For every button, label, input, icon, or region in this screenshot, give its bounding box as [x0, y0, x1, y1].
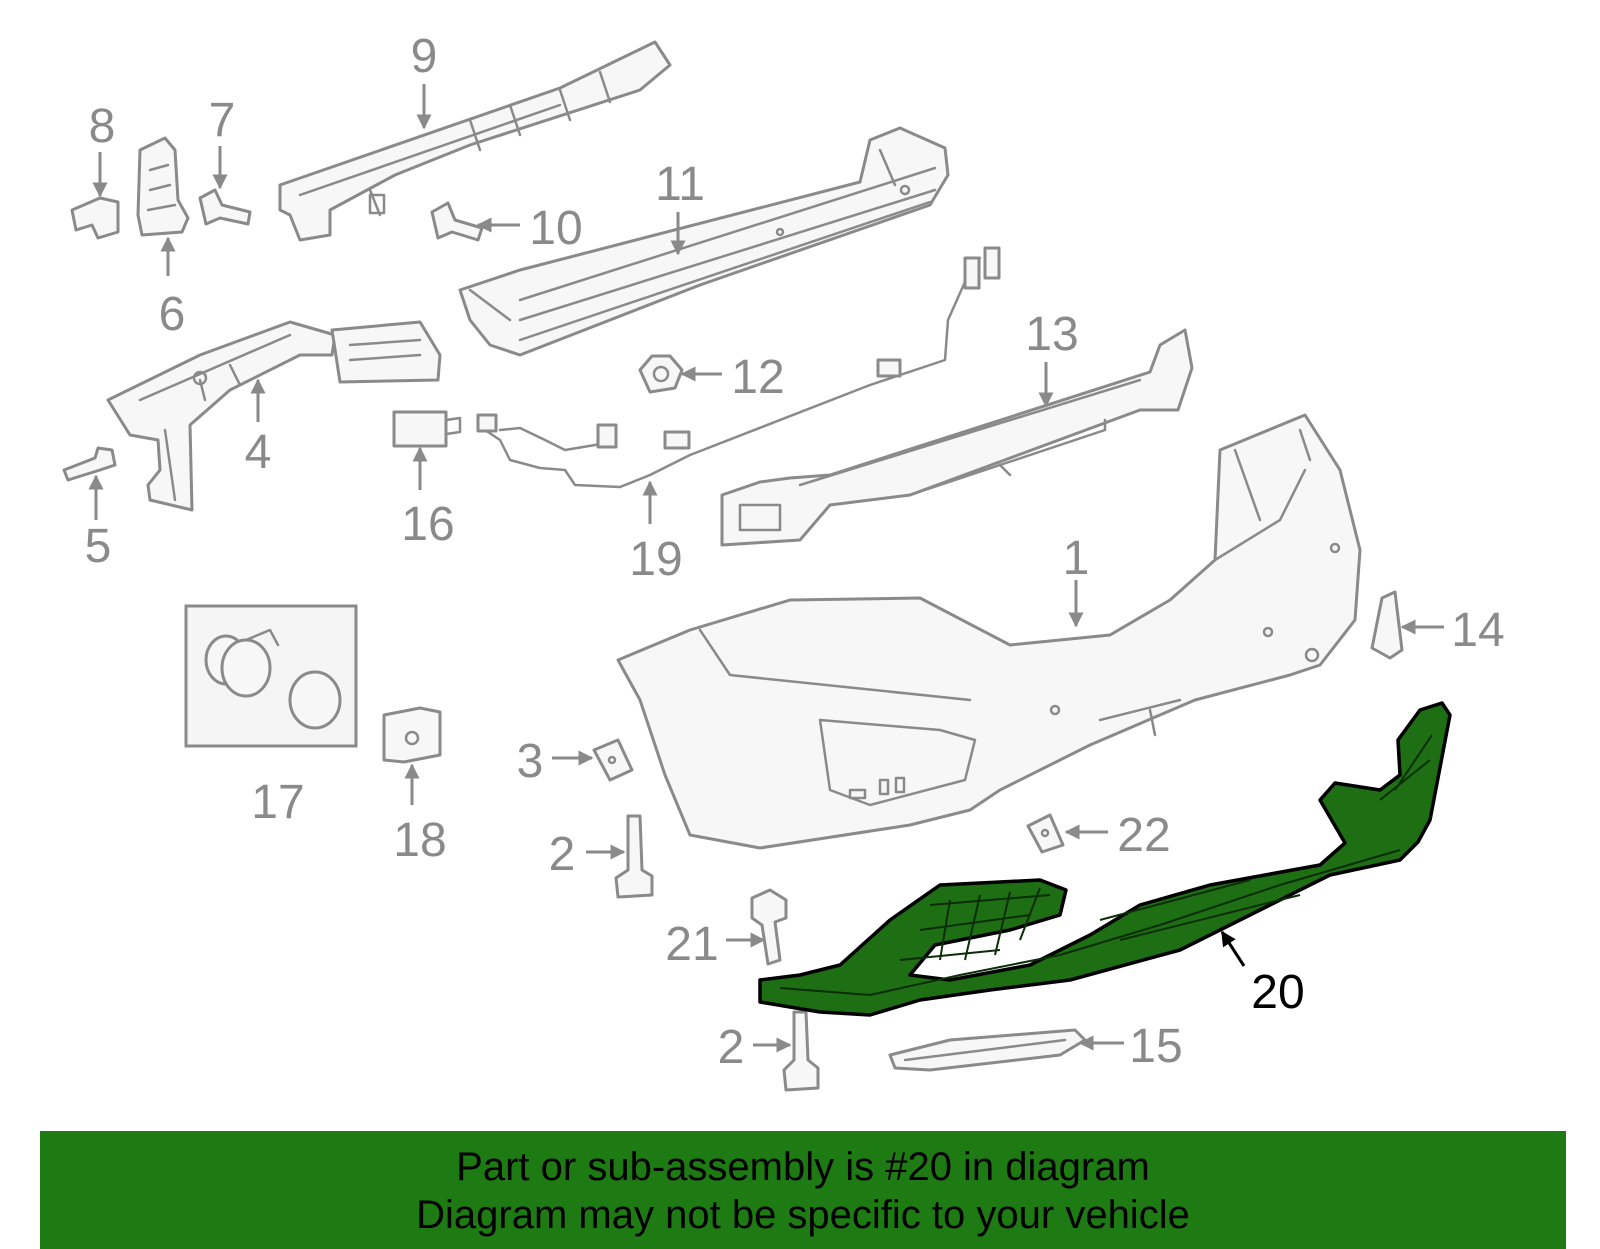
callout-2-lower: 2 — [718, 1021, 745, 1074]
callout-numbers: 1 2 2 3 4 5 6 7 8 9 10 11 12 13 14 15 16… — [85, 30, 1505, 1074]
callout-16: 16 — [401, 498, 454, 551]
callout-9: 9 — [411, 30, 438, 83]
part-18-bracket — [382, 706, 442, 764]
callout-10: 10 — [529, 202, 582, 255]
part-3-clip — [592, 738, 634, 782]
part-8-clip — [70, 196, 120, 240]
callout-22: 22 — [1117, 809, 1170, 862]
callout-2-upper: 2 — [549, 828, 576, 881]
leader-lines — [88, 84, 1444, 1053]
part-9-absorber — [278, 40, 672, 242]
callout-3: 3 — [517, 735, 544, 788]
part-10-bolt — [430, 201, 484, 242]
banner-line-2: Diagram may not be specific to your vehi… — [416, 1193, 1190, 1237]
part-4-side-bracket — [106, 320, 442, 512]
part-20-lower-valance — [758, 701, 1452, 1017]
callout-11: 11 — [655, 158, 705, 211]
part-13-energy-absorber — [720, 328, 1194, 547]
part-14-reflector — [1370, 590, 1404, 660]
part-1-bumper-cover — [616, 413, 1362, 850]
callout-18: 18 — [393, 814, 446, 867]
info-banner: Part or sub-assembly is #20 in diagram D… — [40, 1131, 1566, 1249]
callout-4: 4 — [245, 426, 272, 479]
part-5-bolt — [62, 446, 117, 482]
callout-21: 21 — [665, 918, 718, 971]
callout-13: 13 — [1025, 308, 1078, 361]
part-17-sensor-kit — [184, 604, 358, 748]
part-21-bolt — [750, 888, 788, 966]
part-12-nut — [638, 354, 684, 394]
callout-15: 15 — [1129, 1020, 1182, 1073]
part-22-clip — [1026, 813, 1065, 854]
callout-8: 8 — [89, 100, 116, 153]
callout-14: 14 — [1451, 604, 1504, 657]
leader-20 — [1220, 930, 1246, 967]
part-6-bracket — [136, 136, 190, 237]
part-11-reinforcement — [458, 126, 950, 357]
part-2-bolt-upper — [614, 814, 654, 899]
callout-1: 1 — [1063, 532, 1090, 585]
banner-line-1: Part or sub-assembly is #20 in diagram — [456, 1145, 1150, 1189]
callout-20: 20 — [1251, 966, 1304, 1019]
callout-7: 7 — [209, 94, 236, 147]
callout-12: 12 — [731, 351, 784, 404]
part-16-module — [392, 410, 462, 448]
callout-19: 19 — [629, 533, 682, 586]
callout-6: 6 — [159, 288, 186, 341]
part-7-bolt — [198, 188, 252, 226]
part-15-trim — [888, 1028, 1087, 1072]
callout-5: 5 — [85, 520, 112, 573]
part-2-bolt-lower — [782, 1010, 820, 1092]
callout-17: 17 — [251, 776, 304, 829]
part-19-harness — [476, 246, 1001, 489]
